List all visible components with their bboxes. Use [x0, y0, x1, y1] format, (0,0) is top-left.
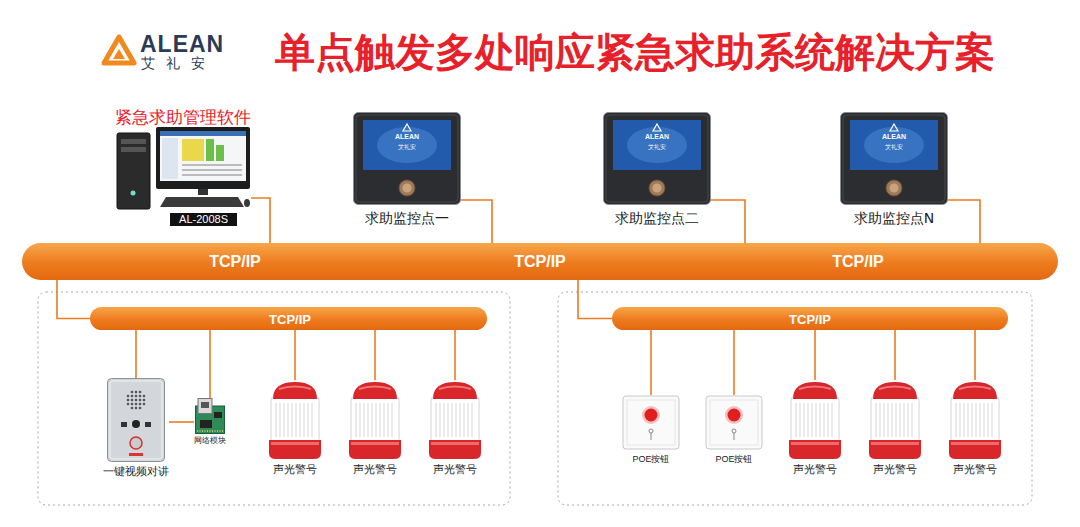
siren-alarm: 声光警号: [867, 380, 923, 476]
connector-line: [169, 421, 194, 423]
device-label: 网络模块: [194, 436, 226, 446]
connector-line: [374, 330, 376, 380]
poe-button: POE按钮: [705, 395, 763, 465]
monitor-terminal-art: [840, 112, 948, 205]
bus-label: TCP/IP: [514, 254, 566, 270]
network-module-art: [195, 398, 225, 434]
connector-line: [711, 200, 745, 243]
poe-button-art: [622, 395, 680, 450]
device-label: 声光警号: [433, 463, 477, 476]
connector-line: [814, 330, 816, 380]
poe-button: POE按钮: [622, 395, 680, 465]
computer-node: 紧急求助管理软件 AL-2008S: [115, 107, 251, 226]
screen-logo: 艾礼安: [648, 143, 666, 150]
connector-line: [733, 330, 735, 395]
video-intercom: 一键视频对讲: [103, 378, 169, 478]
diagram-title: 单点触发多处响应紧急求助系统解决方案: [275, 29, 995, 75]
model-tag: AL-2008S: [170, 213, 237, 226]
connector-line: [57, 280, 90, 319]
connector-line: [894, 330, 896, 380]
terminal-label: 求助监控点二: [615, 210, 699, 227]
siren-alarm: 声光警号: [267, 380, 323, 476]
device-label: 一键视频对讲: [103, 465, 169, 478]
device-label: 声光警号: [353, 463, 397, 476]
siren-alarm-art: [947, 380, 1003, 460]
dashed-region: [38, 292, 510, 505]
connector-line: [209, 330, 211, 398]
screen-logo: ALEAN: [882, 133, 906, 141]
poe-button-art: [705, 395, 763, 450]
connector-line: [294, 330, 296, 380]
screen-logo: ALEAN: [645, 133, 669, 141]
siren-alarm: 声光警号: [427, 380, 483, 476]
software-heading: 紧急求助管理软件: [115, 107, 251, 127]
connector-line: [650, 330, 652, 395]
siren-alarm-art: [347, 380, 403, 460]
logo-icon: [104, 37, 134, 63]
siren-alarm: 声光警号: [947, 380, 1003, 476]
device-label: 声光警号: [873, 463, 917, 476]
network-bus: TCP/IP: [90, 307, 487, 330]
logo-chinese: 艾礼安: [141, 55, 216, 71]
monitor-terminal: 求助监控点一 ALEAN 艾礼安: [353, 112, 461, 227]
connector-line: [251, 198, 270, 243]
bus-label: TCP/IP: [209, 254, 261, 270]
bus-label: TCP/IP: [789, 312, 831, 325]
bus-label: TCP/IP: [269, 312, 311, 325]
device-label: 声光警号: [953, 463, 997, 476]
bus-label: TCP/IP: [832, 254, 884, 270]
siren-alarm: 声光警号: [787, 380, 843, 476]
siren-alarm-art: [787, 380, 843, 460]
logo-icon-core: [113, 49, 125, 59]
screen-logo: 艾礼安: [398, 143, 416, 150]
terminal-label: 求助监控点一: [365, 210, 449, 227]
siren-alarm-art: [427, 380, 483, 460]
connector-line: [974, 330, 976, 380]
siren-alarm-art: [867, 380, 923, 460]
monitor-terminal-art: [353, 112, 461, 205]
connector-line: [454, 330, 456, 380]
network-module: 网络模块: [194, 398, 226, 446]
connector-line: [461, 200, 492, 243]
network-bus: TCP/IP: [612, 307, 1008, 330]
monitor-terminal: 求助监控点二 ALEAN 艾礼安: [603, 112, 711, 227]
dashed-region: [558, 292, 1032, 505]
connector-line: [135, 330, 137, 378]
connector-line: [578, 280, 612, 319]
screen-logo: ALEAN: [395, 133, 419, 141]
logo-wordmark: ALEAN: [140, 32, 224, 56]
monitor-terminal: 求助监控点N ALEAN 艾礼安: [840, 112, 948, 227]
computer-node-art: [116, 127, 251, 211]
siren-alarm-art: [267, 380, 323, 460]
screen-logo: 艾礼安: [885, 143, 903, 150]
network-bus: TCP/IP TCP/IP TCP/IP: [22, 243, 1058, 280]
device-label: POE按钮: [715, 454, 752, 465]
connector-line: [948, 200, 980, 243]
device-label: 声光警号: [273, 463, 317, 476]
siren-alarm: 声光警号: [347, 380, 403, 476]
device-label: POE按钮: [632, 454, 669, 465]
monitor-terminal-art: [603, 112, 711, 205]
terminal-label: 求助监控点N: [854, 210, 934, 227]
device-label: 声光警号: [793, 463, 837, 476]
video-intercom-art: [107, 378, 165, 462]
